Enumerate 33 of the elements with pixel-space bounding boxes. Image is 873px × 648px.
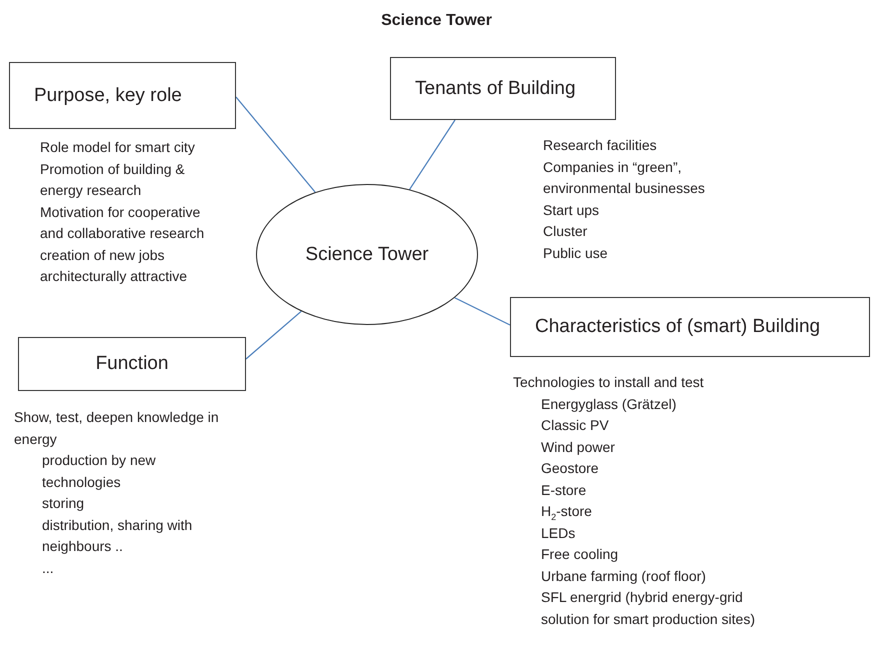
list-item: architecturally attractive bbox=[40, 267, 188, 286]
list-item: LEDs bbox=[540, 524, 576, 542]
list-item: H$_{2}$-store bbox=[540, 502, 593, 522]
topic-box: Characteristics of (smart) Building bbox=[510, 297, 870, 357]
central-ellipse: Science Tower bbox=[256, 184, 478, 325]
list-item: Start ups bbox=[543, 200, 600, 220]
list-item: Technologies to install and test bbox=[513, 373, 705, 392]
list-item: Wind power bbox=[540, 438, 616, 457]
list-item: Role model for smart city bbox=[40, 138, 196, 157]
list-item: distribution, sharing with neighbours .. bbox=[41, 516, 194, 556]
list-item: Companies in “green”, environmental businesses bbox=[543, 158, 706, 198]
topic-box: Purpose, key role bbox=[9, 62, 236, 129]
topic-box: Tenants of Building bbox=[390, 57, 616, 120]
list-item: ... bbox=[41, 558, 55, 578]
list-item: Cluster bbox=[543, 222, 588, 241]
connector-line bbox=[409, 120, 456, 190]
list-item: Promotion of building & energy research bbox=[40, 160, 186, 200]
diagram-title: Science Tower bbox=[380, 12, 493, 30]
list-item: SFL energrid (hybrid energy-grid solution for smart production sites) bbox=[540, 588, 756, 629]
list-item: Geostore bbox=[540, 459, 600, 478]
list-item: Urbane farming (roof floor) bbox=[540, 566, 707, 586]
topic-box: Function bbox=[18, 337, 246, 391]
list-item: Energyglass (Grätzel) bbox=[540, 394, 678, 414]
connector-line bbox=[454, 297, 510, 326]
list-item: Research facilities bbox=[543, 136, 658, 155]
list-item: storing bbox=[41, 494, 86, 513]
list-item: Free cooling bbox=[540, 545, 620, 564]
list-item: Classic PV bbox=[540, 416, 610, 435]
list-item: creation of new jobs bbox=[40, 246, 166, 265]
list-item: E-store bbox=[540, 480, 588, 500]
connector-line bbox=[236, 96, 316, 193]
connector-line bbox=[246, 310, 302, 360]
list-item: Public use bbox=[543, 244, 609, 262]
